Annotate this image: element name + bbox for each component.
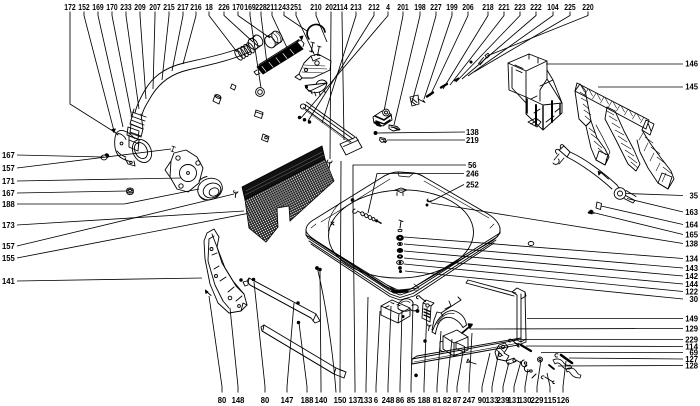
svg-text:226: 226 — [218, 2, 230, 12]
svg-text:140: 140 — [315, 395, 328, 405]
svg-text:145: 145 — [685, 82, 698, 92]
svg-text:169: 169 — [92, 2, 104, 12]
svg-text:220: 220 — [582, 2, 594, 12]
svg-text:126: 126 — [557, 395, 570, 405]
svg-text:229: 229 — [685, 335, 698, 345]
svg-text:146: 146 — [685, 59, 698, 69]
svg-text:215: 215 — [163, 2, 175, 12]
svg-text:217: 217 — [177, 2, 189, 12]
svg-text:137: 137 — [349, 395, 362, 405]
svg-text:56: 56 — [468, 160, 477, 170]
svg-text:199: 199 — [446, 2, 458, 12]
svg-text:173: 173 — [2, 220, 15, 230]
svg-text:248: 248 — [382, 395, 395, 405]
svg-text:147: 147 — [281, 395, 294, 405]
svg-text:80: 80 — [261, 395, 270, 405]
svg-text:144: 144 — [685, 279, 698, 289]
svg-text:18: 18 — [205, 2, 213, 12]
svg-text:216: 216 — [190, 2, 202, 12]
svg-text:165: 165 — [685, 230, 698, 240]
svg-text:246: 246 — [466, 169, 479, 179]
svg-text:90: 90 — [478, 395, 487, 405]
svg-text:80: 80 — [218, 395, 227, 405]
svg-text:163: 163 — [685, 207, 698, 217]
svg-text:252: 252 — [466, 180, 479, 190]
svg-text:207: 207 — [149, 2, 161, 12]
svg-text:227: 227 — [430, 2, 442, 12]
svg-text:219: 219 — [466, 135, 479, 145]
svg-text:188: 188 — [2, 199, 15, 209]
svg-text:149: 149 — [685, 314, 698, 324]
svg-text:127: 127 — [685, 354, 698, 364]
svg-text:198: 198 — [414, 2, 426, 12]
svg-text:223: 223 — [514, 2, 526, 12]
svg-text:152: 152 — [78, 2, 90, 12]
svg-text:167: 167 — [2, 150, 15, 160]
svg-text:164: 164 — [685, 220, 698, 230]
svg-text:222: 222 — [530, 2, 542, 12]
svg-text:104: 104 — [547, 2, 559, 12]
svg-text:114: 114 — [685, 342, 698, 352]
svg-text:218: 218 — [482, 2, 494, 12]
svg-text:221: 221 — [498, 2, 510, 12]
svg-text:167: 167 — [2, 188, 15, 198]
svg-text:213: 213 — [350, 2, 362, 12]
svg-text:170: 170 — [232, 2, 244, 12]
svg-text:243: 243 — [278, 2, 290, 12]
svg-text:233: 233 — [120, 2, 132, 12]
svg-text:157: 157 — [2, 163, 15, 173]
svg-text:129: 129 — [685, 324, 698, 334]
svg-text:188: 188 — [418, 395, 431, 405]
svg-text:210: 210 — [310, 2, 322, 12]
svg-text:131: 131 — [508, 395, 521, 405]
svg-text:130: 130 — [519, 395, 532, 405]
svg-text:81: 81 — [433, 395, 442, 405]
svg-text:201: 201 — [397, 2, 409, 12]
svg-text:212: 212 — [368, 2, 380, 12]
svg-text:141: 141 — [2, 276, 15, 286]
svg-text:133: 133 — [486, 395, 499, 405]
svg-text:247: 247 — [463, 395, 476, 405]
svg-text:171: 171 — [2, 176, 15, 186]
svg-text:115: 115 — [544, 395, 557, 405]
svg-text:206: 206 — [462, 2, 474, 12]
svg-text:35: 35 — [690, 191, 699, 201]
svg-text:188: 188 — [301, 395, 314, 405]
svg-text:239: 239 — [497, 395, 510, 405]
svg-text:87: 87 — [453, 395, 462, 405]
svg-text:148: 148 — [232, 395, 245, 405]
svg-text:138: 138 — [466, 127, 479, 137]
svg-text:82: 82 — [443, 395, 452, 405]
svg-text:143: 143 — [685, 263, 698, 273]
svg-text:86: 86 — [396, 395, 405, 405]
svg-text:69: 69 — [690, 348, 699, 358]
svg-text:30: 30 — [690, 294, 699, 304]
svg-text:138: 138 — [685, 239, 698, 249]
svg-text:172: 172 — [64, 2, 76, 12]
svg-text:229: 229 — [531, 395, 544, 405]
svg-text:211: 211 — [266, 2, 278, 12]
svg-text:4: 4 — [386, 2, 390, 12]
svg-text:114: 114 — [336, 2, 348, 12]
svg-text:155: 155 — [2, 253, 15, 263]
svg-text:128: 128 — [685, 361, 698, 371]
svg-text:170: 170 — [106, 2, 118, 12]
svg-text:209: 209 — [134, 2, 146, 12]
svg-text:228: 228 — [255, 2, 267, 12]
svg-text:6: 6 — [374, 395, 378, 405]
svg-text:202: 202 — [325, 2, 337, 12]
svg-text:142: 142 — [685, 271, 698, 281]
svg-text:133: 133 — [360, 395, 373, 405]
svg-text:225: 225 — [564, 2, 576, 12]
svg-text:157: 157 — [2, 241, 15, 251]
svg-text:134: 134 — [685, 254, 698, 264]
svg-text:251: 251 — [290, 2, 302, 12]
svg-text:169: 169 — [244, 2, 256, 12]
svg-text:150: 150 — [334, 395, 347, 405]
svg-text:122: 122 — [685, 287, 698, 297]
svg-text:85: 85 — [407, 395, 416, 405]
